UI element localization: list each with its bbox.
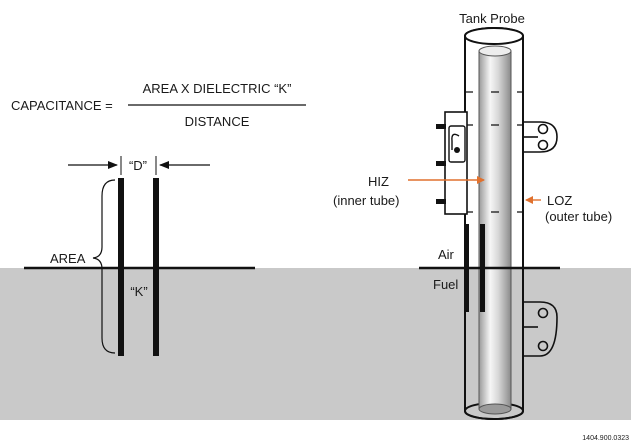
dielectric-label: “K” [130, 284, 147, 299]
mounting-bracket-upper [523, 121, 558, 153]
plate-right [153, 178, 159, 356]
fuel-region [0, 268, 631, 420]
loz-label: LOZ [547, 193, 572, 208]
fuel-label: Fuel [433, 277, 458, 292]
air-label: Air [438, 247, 455, 262]
loz-sublabel: (outer tube) [545, 209, 612, 224]
mounting-bracket-lower [523, 301, 558, 357]
sensor-plate-left [464, 224, 469, 312]
hiz-label: HIZ [368, 174, 389, 189]
connector-pin-1 [436, 124, 446, 129]
hiz-sublabel: (inner tube) [333, 193, 399, 208]
inner-tube-top [478, 45, 512, 57]
formula-denominator: DISTANCE [185, 114, 250, 129]
connector-terminal [454, 147, 460, 153]
probe-title: Tank Probe [459, 11, 525, 26]
connector-pin-3 [436, 199, 446, 204]
distance-label: “D” [129, 158, 147, 173]
formula-numerator: AREA X DIELECTRIC “K” [143, 81, 292, 96]
area-brace [92, 179, 116, 354]
outer-tube-top [464, 27, 524, 45]
plate-left [118, 178, 124, 356]
figure-id: 1404.900.0323 [582, 435, 629, 442]
inner-tube-bottom [478, 403, 512, 415]
formula-lhs: CAPACITANCE = [11, 98, 113, 113]
connector-pin-2 [436, 161, 446, 166]
connector-wire [451, 133, 460, 150]
sensor-plate-right [480, 224, 485, 312]
area-label: AREA [50, 251, 86, 266]
